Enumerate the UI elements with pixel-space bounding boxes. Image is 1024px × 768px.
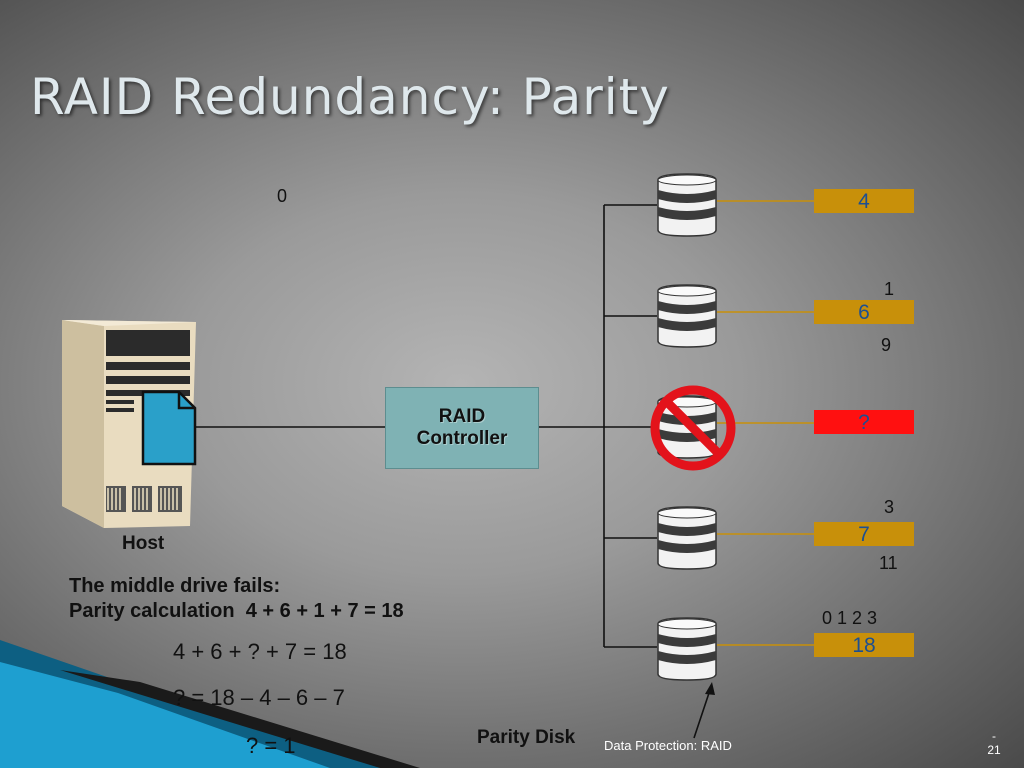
- parity-disk-label: Parity Disk: [477, 727, 576, 748]
- equation-3: ? = 1: [246, 733, 296, 758]
- host-server-icon: [62, 320, 196, 528]
- decorative-ribbon: [0, 640, 420, 768]
- drive-1-value-bar: 4: [814, 189, 914, 213]
- drive-2-value-bar: 6: [814, 300, 914, 324]
- slide-page-number: - 21: [987, 729, 1001, 757]
- host-label: Host: [122, 533, 165, 554]
- disk-drive-icon: [657, 173, 717, 237]
- disk-drive-icon: [657, 506, 717, 570]
- stray-number-1: 1: [884, 279, 895, 299]
- drive-4-value-bar: 7: [814, 522, 914, 546]
- drive-3-value-bar: ?: [814, 410, 914, 434]
- stray-number-9: 9: [881, 335, 892, 355]
- failure-prohibited-icon: [650, 385, 736, 471]
- parity-value-bar: 18: [814, 633, 914, 657]
- parity-calculation-text: Parity calculation 4 + 6 + 1 + 7 = 18: [69, 600, 404, 622]
- stray-number-3: 3: [884, 497, 895, 517]
- raid-controller-box: RAID Controller: [385, 387, 539, 469]
- equation-2: ? = 18 – 4 – 6 – 7: [173, 685, 345, 710]
- document-icon: [141, 390, 197, 466]
- stray-number-sequence: 0 1 2 3: [822, 608, 878, 628]
- equation-1: 4 + 6 + ? + 7 = 18: [173, 639, 347, 664]
- drive-fails-text: The middle drive fails:: [69, 575, 281, 597]
- slide-title: RAID Redundancy: Parity: [30, 68, 670, 126]
- stray-number-11: 11: [879, 553, 898, 573]
- stray-number-0: 0: [277, 186, 288, 206]
- slide-footer: Data Protection: RAID: [604, 738, 732, 753]
- parity-disk-icon: [657, 617, 717, 681]
- disk-drive-icon: [657, 284, 717, 348]
